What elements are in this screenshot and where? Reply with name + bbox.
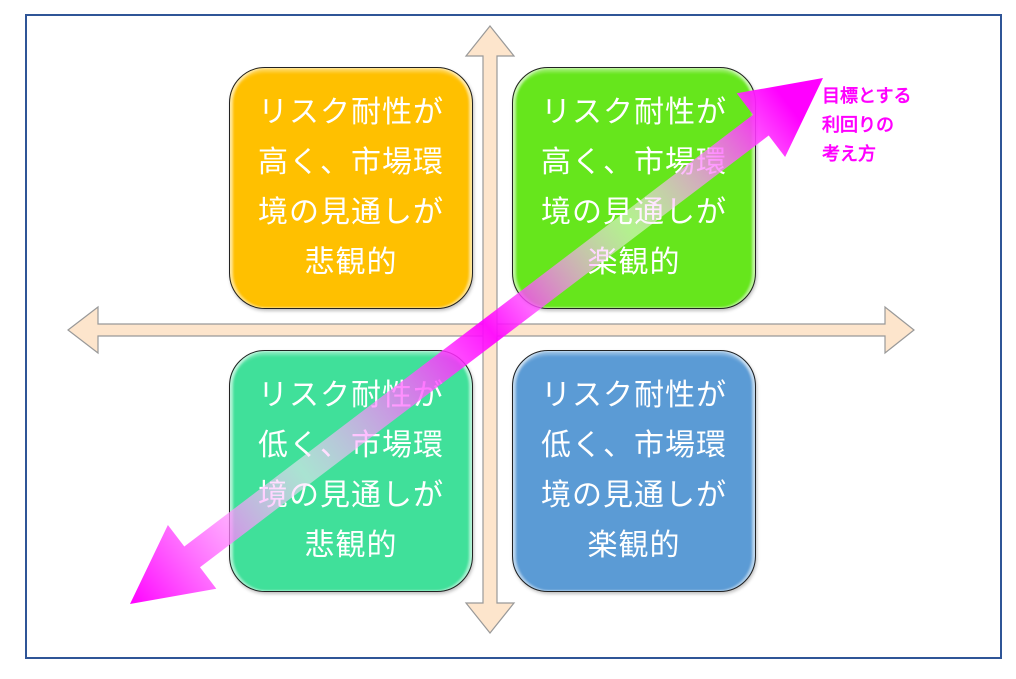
quadrant-text-line: リスク耐性が — [258, 378, 444, 413]
quadrant-text-line: 高く、市場環 — [258, 145, 444, 180]
target-yield-label: 目標とする 利回りの 考え方 — [822, 82, 911, 169]
quadrant-bottom-left: リスク耐性が 低く、市場環 境の見通しが 悲観的 — [229, 350, 473, 592]
label-line: 考え方 — [822, 144, 876, 165]
quadrant-text-line: リスク耐性が — [541, 378, 727, 413]
quadrant-bottom-right: リスク耐性が 低く、市場環 境の見通しが 楽観的 — [512, 350, 756, 592]
quadrant-text-line: 高く、市場環 — [541, 145, 727, 180]
quadrant-text-line: リスク耐性が — [541, 95, 727, 130]
quadrant-text-line: 境の見通しが — [541, 478, 727, 513]
quadrant-text-line: 低く、市場環 — [541, 428, 727, 463]
diagram-frame — [25, 14, 1002, 659]
quadrant-text-line: 楽観的 — [587, 528, 681, 563]
quadrant-text-line: 悲観的 — [304, 528, 398, 563]
quadrant-text-line: リスク耐性が — [258, 95, 444, 130]
quadrant-text-line: 低く、市場環 — [258, 428, 444, 463]
quadrant-text-line: 境の見通しが — [258, 195, 444, 230]
quadrant-top-left: リスク耐性が 高く、市場環 境の見通しが 悲観的 — [229, 67, 473, 309]
quadrant-text-line: 境の見通しが — [258, 478, 444, 513]
label-line: 利回りの — [822, 115, 894, 136]
quadrant-text-line: 楽観的 — [587, 245, 681, 280]
quadrant-top-right: リスク耐性が 高く、市場環 境の見通しが 楽観的 — [512, 67, 756, 309]
quadrant-text-line: 悲観的 — [304, 245, 398, 280]
quadrant-text-line: 境の見通しが — [541, 195, 727, 230]
label-line: 目標とする — [822, 86, 912, 107]
